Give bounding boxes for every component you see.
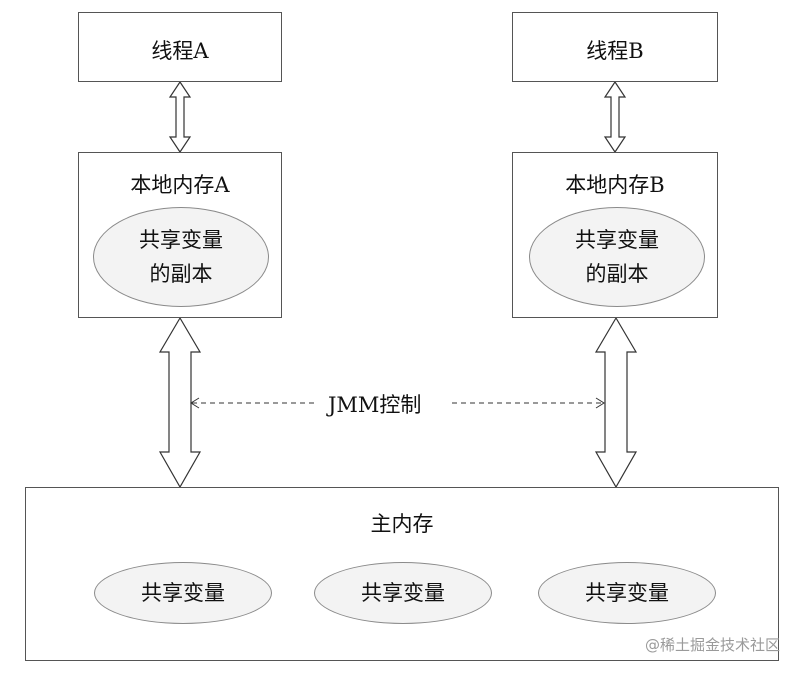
local-memory-a-copy-line2: 的副本 [149,262,213,286]
local-memory-a-title: 本地内存A [130,173,230,197]
main-memory-title: 主内存 [370,512,434,536]
thread-b-box: 线程B [512,12,718,82]
local-memory-b-copy-line1: 共享变量 [575,228,659,252]
local-memory-a-copy-line1: 共享变量 [139,228,223,252]
jmm-arrowhead-right [595,397,605,409]
main-memory-variable-1: 共享变量 [94,562,272,624]
main-memory-variable-2: 共享变量 [314,562,492,624]
watermark-text: @稀土掘金技术社区 [644,636,780,654]
main-memory-variable-3: 共享变量 [538,562,716,624]
thread-a-label: 线程A [151,39,209,63]
local-memory-a-box: 本地内存A 共享变量 的副本 [78,152,282,318]
local-memory-b-title: 本地内存B [565,173,665,197]
local-memory-b-box: 本地内存B 共享变量 的副本 [512,152,718,318]
jmm-arrowhead-left [190,397,200,409]
local-memory-b-copy-ellipse: 共享变量 的副本 [529,207,705,307]
thread-b-double-arrow [603,80,627,154]
jmm-control-label: JMM控制 [324,389,426,419]
thread-a-double-arrow [168,80,192,154]
local-b-main-double-arrow [594,316,638,489]
thread-b-label: 线程B [586,39,644,63]
local-memory-b-copy-line2: 的副本 [585,262,649,286]
local-memory-a-copy-ellipse: 共享变量 的副本 [93,207,269,307]
thread-a-box: 线程A [78,12,282,82]
main-memory-box: 主内存 共享变量 共享变量 共享变量 [25,487,779,661]
